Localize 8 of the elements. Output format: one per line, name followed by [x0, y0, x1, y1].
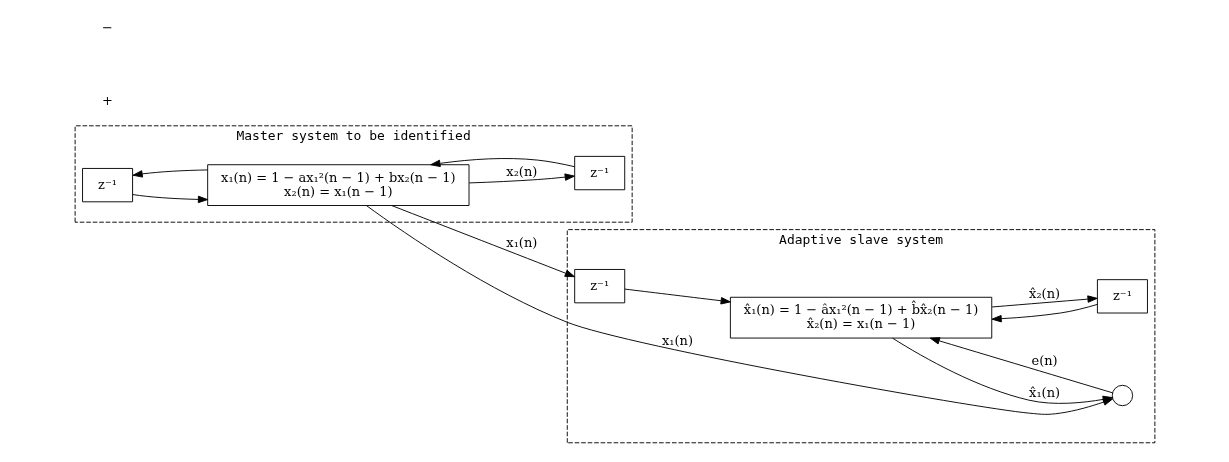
edge-label: x̂₂(n): [1028, 286, 1060, 302]
edge-label: x̂₁(n): [1028, 384, 1060, 400]
label: −: [101, 19, 113, 35]
edge-label: x₂(n): [505, 164, 537, 180]
edge-label: x₁(n): [505, 235, 537, 251]
edge-label: x₁(n): [661, 332, 693, 348]
edge-label: e(n): [1031, 353, 1058, 369]
label: +: [101, 93, 113, 109]
